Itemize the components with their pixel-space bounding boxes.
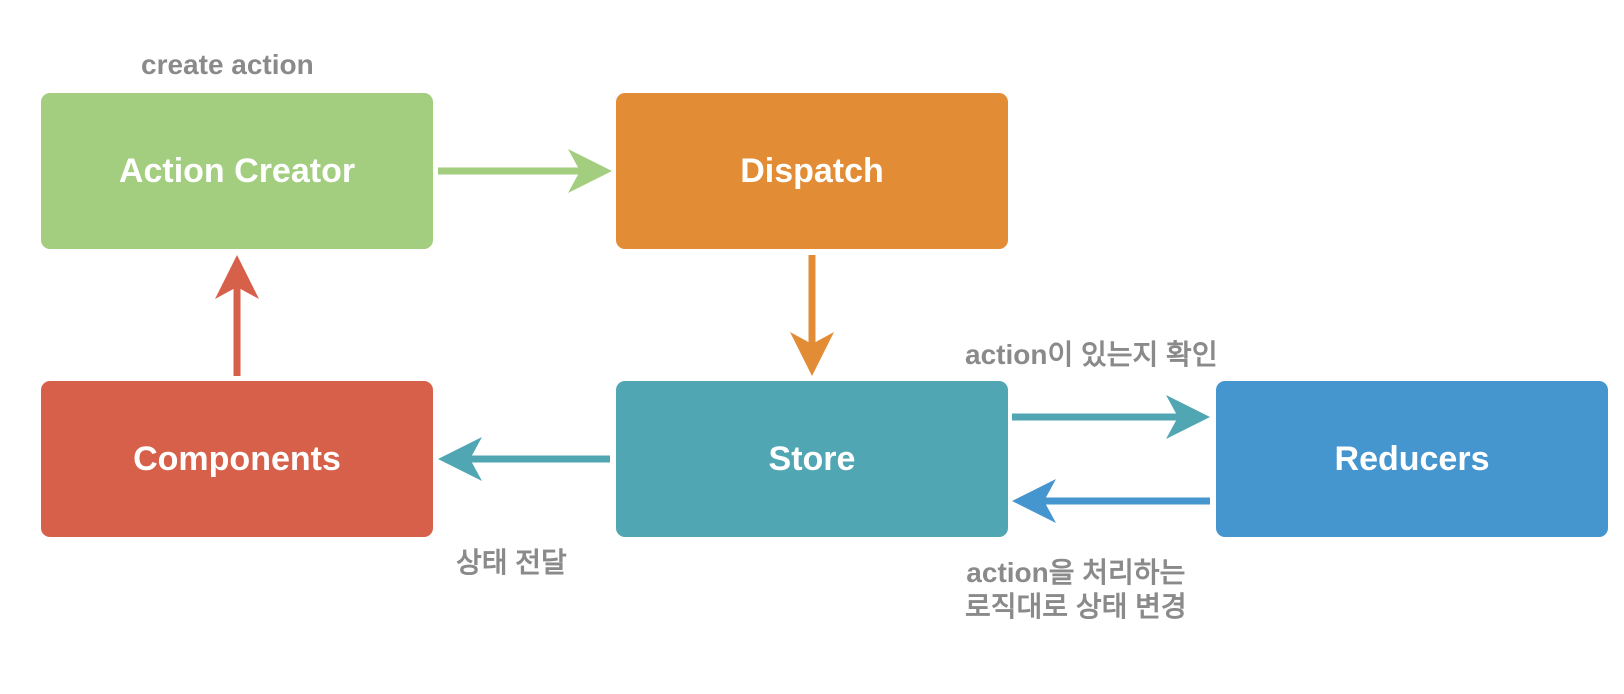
- action-creator-node: Action Creator: [41, 93, 433, 249]
- reducers-node: Reducers: [1216, 381, 1608, 537]
- arrow-store-to-components: [438, 437, 610, 481]
- pass-state-label: 상태 전달: [456, 547, 567, 578]
- create-action-label: create action: [141, 49, 314, 80]
- arrow-reducers-to-store: [1012, 479, 1210, 523]
- components-node: Components: [41, 381, 433, 537]
- components-label: Components: [133, 439, 341, 478]
- arrow-components-to-action-creator: [215, 255, 259, 376]
- store-label: Store: [768, 439, 856, 478]
- dispatch-node: Dispatch: [616, 93, 1008, 249]
- store-node: Store: [616, 381, 1008, 537]
- action-creator-label: Action Creator: [118, 151, 356, 190]
- process-action-label-line-2: 로직대로 상태 변경: [965, 591, 1187, 622]
- arrow-store-to-reducers: [1012, 395, 1210, 439]
- reducers-label: Reducers: [1334, 439, 1490, 478]
- arrow-dispatch-to-store: [790, 255, 834, 376]
- process-action-label-line-1: action을 처리하는: [966, 557, 1186, 588]
- arrow-action-creator-to-dispatch: [438, 149, 612, 193]
- check-action-label: action이 있는지 확인: [965, 339, 1218, 370]
- process-action-label: action을 처리하는 로직대로 상태 변경: [965, 556, 1187, 624]
- dispatch-label: Dispatch: [740, 151, 884, 190]
